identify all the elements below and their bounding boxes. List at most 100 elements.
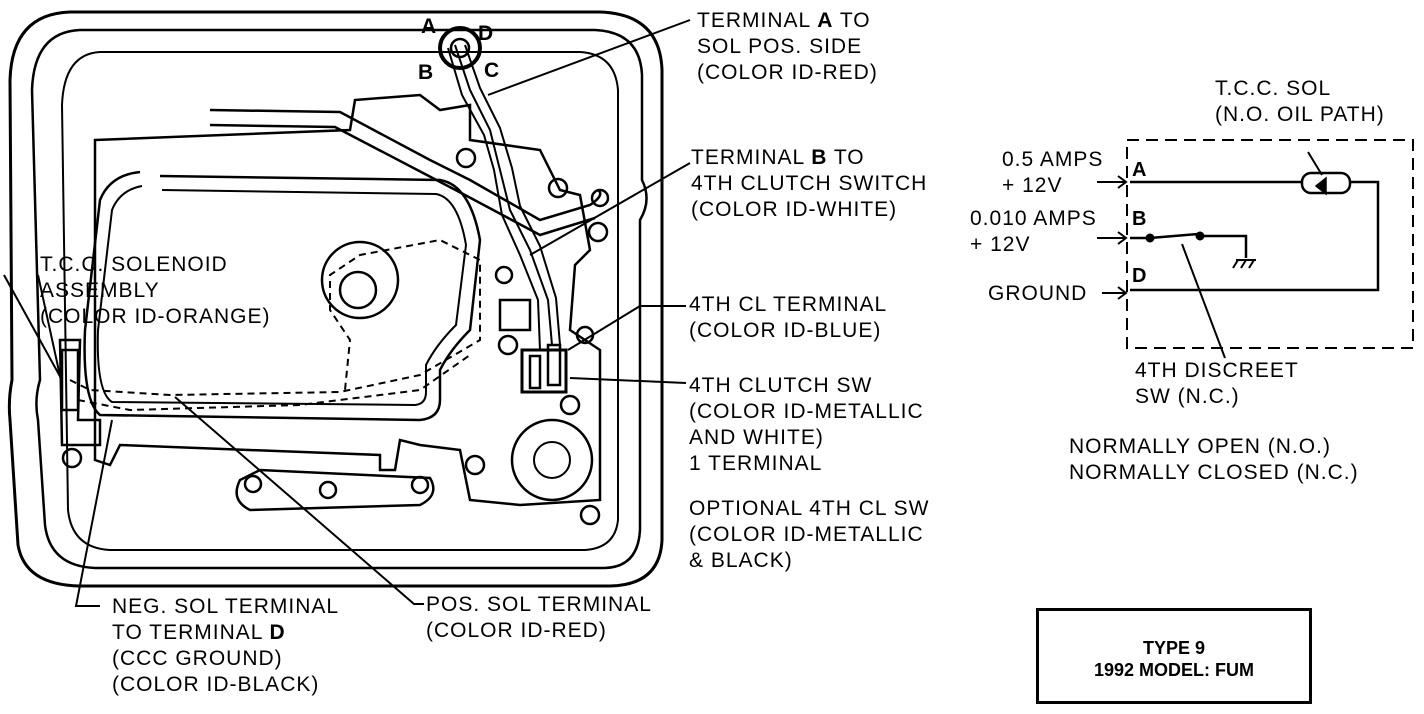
cl-terminal-line2: (COLOR ID-BLUE) <box>689 319 882 342</box>
neg-sol-line1: NEG. SOL TERMINAL <box>112 595 340 618</box>
tcc-solenoid-bracket <box>58 338 102 447</box>
terminal-b-prefix: TERMINAL <box>691 146 812 169</box>
type-model-box: TYPE 9 1992 MODEL: FUM <box>1036 608 1312 704</box>
discreet-sw-label: 4TH DISCREET SW (N.C.) <box>1135 358 1299 410</box>
terminal-a-prefix: TERMINAL <box>697 9 818 32</box>
terminal-a-letter: A <box>817 9 834 32</box>
neg-sol-line2-text: TO TERMINAL <box>112 621 270 644</box>
tcc-assy-line2: ASSEMBLY <box>40 279 160 302</box>
callout-terminal-b: TERMINAL B TO 4TH CLUTCH SWITCH (COLOR I… <box>691 145 927 223</box>
terminal-b-letter: B <box>811 146 828 169</box>
pan-inner-outline <box>30 28 648 570</box>
type-label: TYPE 9 <box>1142 638 1206 658</box>
bolt-holes <box>61 147 610 526</box>
case-connector-ring <box>438 26 482 70</box>
terminal-b-suffix: TO <box>827 146 865 169</box>
pos-sol-line2: (COLOR ID-RED) <box>426 619 607 642</box>
schematic-terminal-a: A <box>1132 159 1147 181</box>
terminal-b-line3: (COLOR ID-WHITE) <box>691 198 898 221</box>
pan-outer-outline <box>7 10 664 588</box>
amps-b-line1: 0.010 AMPS <box>970 207 1097 230</box>
tcc-assy-line1: T.C.C. SOLENOID <box>40 253 228 276</box>
callout-neg-sol-terminal: NEG. SOL TERMINAL TO TERMINAL D (CCC GRO… <box>112 594 339 698</box>
dashed-wire-harness <box>69 238 481 397</box>
callout-pos-sol-terminal: POS. SOL TERMINAL (COLOR ID-RED) <box>426 592 652 644</box>
neg-sol-terminal-letter: D <box>269 621 286 644</box>
amps-b-line2: + 12V <box>970 233 1031 256</box>
input-arrows <box>1097 175 1128 300</box>
bore-outer <box>320 240 400 320</box>
amps-b-label: 0.010 AMPS + 12V <box>970 206 1097 258</box>
pos-sol-line1: POS. SOL TERMINAL <box>426 593 652 616</box>
worm-tube-inner <box>209 123 596 237</box>
pressure-switch-block <box>498 298 532 332</box>
electrical-schematic <box>1097 139 1414 359</box>
lower-bracket <box>235 468 435 512</box>
terminal-a-line2: SOL POS. SIDE <box>697 35 863 58</box>
servo-outer <box>510 418 594 502</box>
tcc-sol-line1: T.C.C. SOL <box>1215 77 1332 100</box>
opt-sw-line1: OPTIONAL 4TH CL SW <box>689 497 930 520</box>
callout-terminal-a: TERMINAL A TO SOL POS. SIDE (COLOR ID-RE… <box>697 8 878 86</box>
switch-ground-lead <box>1200 234 1248 258</box>
legend-nc: NORMALLY CLOSED (N.C.) <box>1069 461 1359 484</box>
servo-inner <box>533 441 571 479</box>
pan-third-outline <box>60 51 619 551</box>
valve-body-plate <box>93 93 602 507</box>
tcc-sol-lead <box>1307 151 1323 176</box>
clutch-sw-line4: 1 TERMINAL <box>689 452 823 475</box>
line-a-return <box>1130 180 1380 292</box>
schematic-dashed-frame <box>1126 139 1414 349</box>
clutch-sw-line1: 4TH CLUTCH SW <box>689 374 873 397</box>
pin-d-letter: D <box>478 22 494 45</box>
opt-sw-line2: (COLOR ID-METALLIC <box>689 523 924 546</box>
opt-sw-line3: & BLACK) <box>689 549 793 572</box>
callout-tcc-solenoid-assembly: T.C.C. SOLENOID ASSEMBLY (COLOR ID-ORANG… <box>40 252 271 330</box>
neg-sol-line3: (CCC GROUND) <box>112 647 283 670</box>
terminal-b-line2: 4TH CLUTCH SWITCH <box>691 172 928 195</box>
bore-inner <box>338 270 378 310</box>
tcc-sol-line2: (N.O. OIL PATH) <box>1215 103 1385 126</box>
harness-wire-1 <box>454 44 553 346</box>
terminal-a-suffix: TO <box>833 9 871 32</box>
worm-tube-outer <box>209 108 602 222</box>
leader-lines <box>3 19 691 607</box>
terminal-a-line3: (COLOR ID-RED) <box>697 61 878 84</box>
cl-terminal-connector <box>546 343 562 387</box>
legend-no: NORMALLY OPEN (N.O.) <box>1069 435 1331 458</box>
switch-leader <box>1181 243 1226 359</box>
amps-a-line2: + 12V <box>1002 174 1063 197</box>
clutch-sw-line2: (COLOR ID-METALLIC <box>689 400 924 423</box>
amps-a-line1: 0.5 AMPS <box>1002 148 1104 171</box>
callout-4th-cl-terminal: 4TH CL TERMINAL (COLOR ID-BLUE) <box>689 292 887 344</box>
amps-a-label: 0.5 AMPS + 12V <box>1002 147 1103 199</box>
pin-a-letter: A <box>421 15 437 38</box>
clutch-switch-body <box>520 348 568 394</box>
pin-c-letter: C <box>484 59 500 82</box>
tcc-sol-label: T.C.C. SOL (N.O. OIL PATH) <box>1215 76 1385 128</box>
schematic-terminal-b: B <box>1132 208 1147 230</box>
ground-label: GROUND <box>988 282 1088 305</box>
clutch-switch-connector <box>528 354 542 390</box>
cl-terminal-line1: 4TH CL TERMINAL <box>689 293 888 316</box>
discreet-line1: 4TH DISCREET <box>1135 359 1299 382</box>
oil-tube-main-inner <box>96 185 468 407</box>
ground-symbol <box>1232 259 1256 269</box>
neg-sol-line4: (COLOR ID-BLACK) <box>112 673 320 696</box>
switch-blade <box>1149 232 1199 240</box>
callout-optional-4th-cl-sw: OPTIONAL 4TH CL SW (COLOR ID-METALLIC & … <box>689 496 929 574</box>
oil-tube-main <box>83 170 482 422</box>
schematic-terminal-d: D <box>1132 265 1147 287</box>
case-connector-hub <box>449 37 471 59</box>
clutch-sw-line3: AND WHITE) <box>689 426 824 449</box>
normally-legend: NORMALLY OPEN (N.O.) NORMALLY CLOSED (N.… <box>1069 434 1359 486</box>
pin-b-letter: B <box>418 61 434 84</box>
model-label: 1992 MODEL: FUM <box>1093 660 1255 680</box>
discreet-line2: SW (N.C.) <box>1135 385 1240 408</box>
harness-wire-2 <box>464 44 561 346</box>
tcc-assy-line3: (COLOR ID-ORANGE) <box>40 305 271 328</box>
dashed-wire-harness-2 <box>77 354 471 412</box>
tcc-sol-diode <box>1314 176 1327 196</box>
harness-wire-3 <box>447 47 541 351</box>
